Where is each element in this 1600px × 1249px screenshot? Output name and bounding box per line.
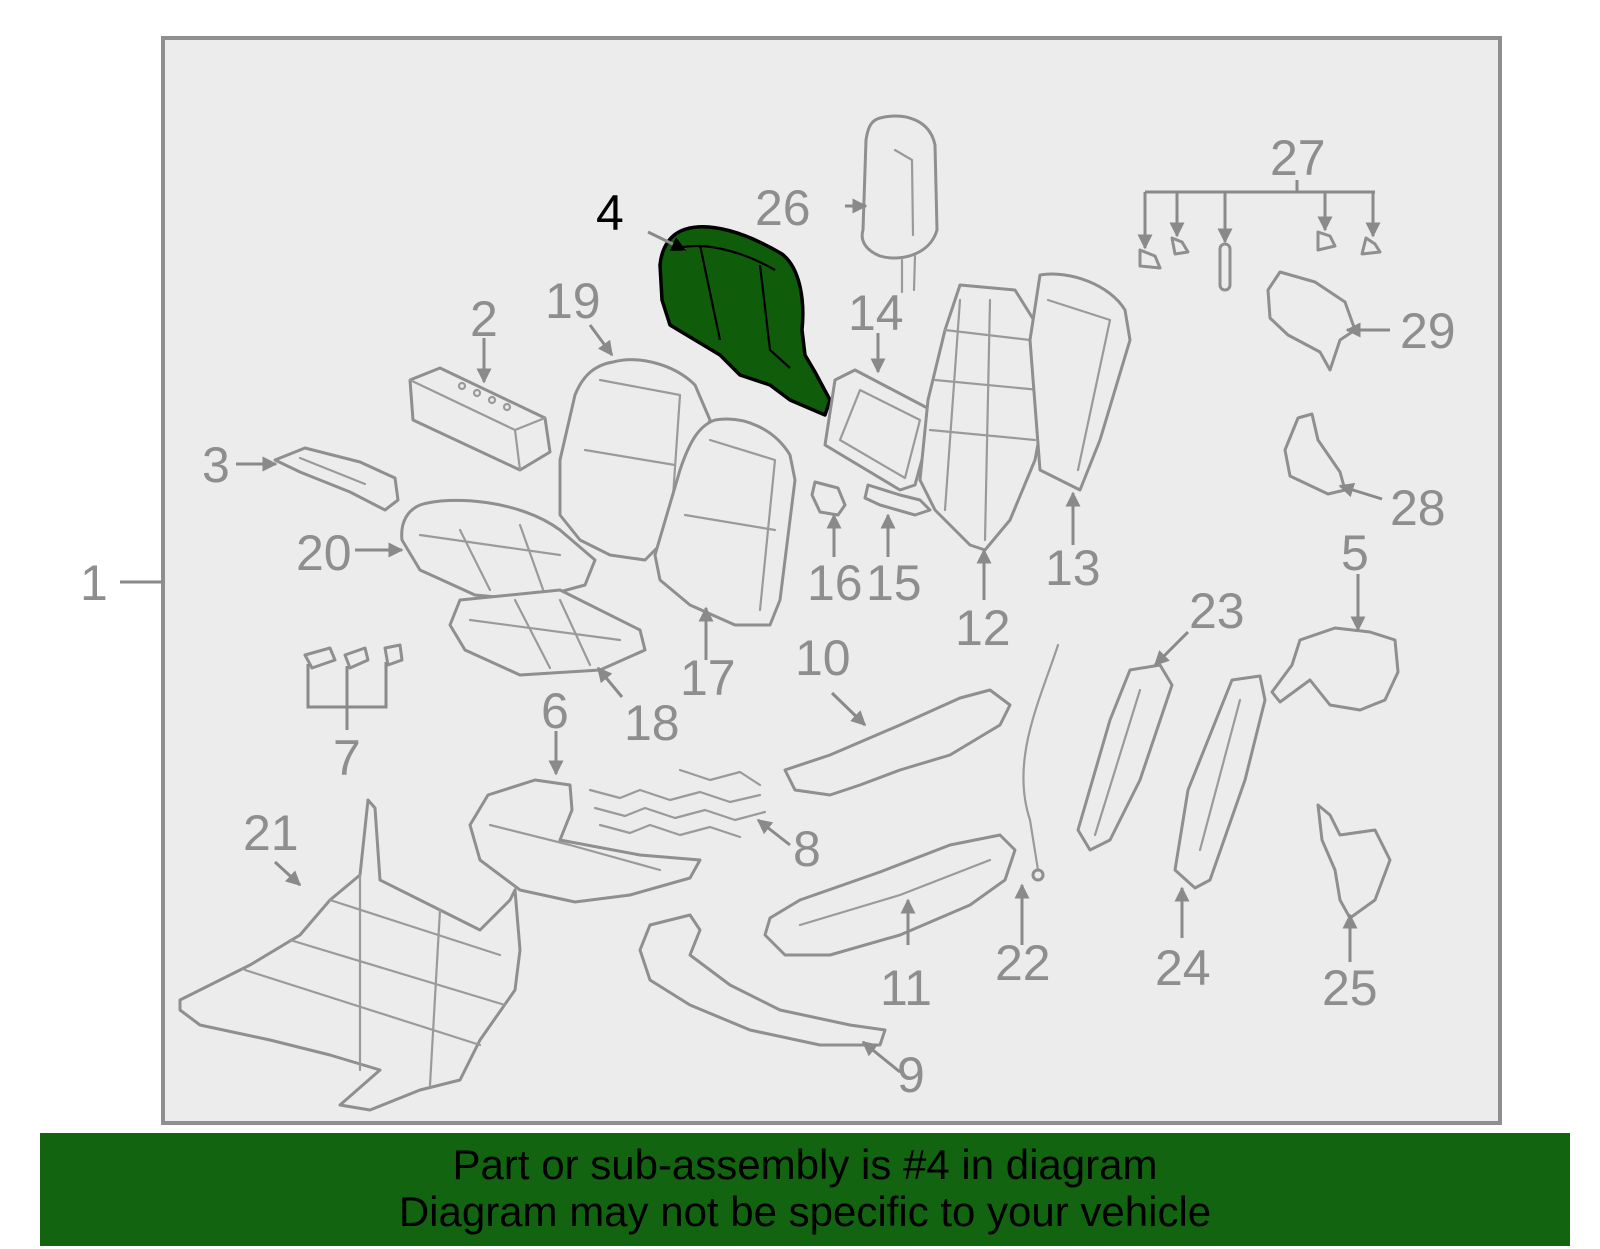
part-12-seatback-frame: [918, 283, 1052, 552]
callout-21: 21: [243, 805, 299, 861]
callout-9: 9: [897, 1047, 925, 1103]
callout-1: 1: [80, 555, 108, 611]
callout-27: 27: [1270, 130, 1326, 186]
callout-5: 5: [1341, 525, 1369, 581]
callout-17: 17: [680, 650, 736, 706]
part-27-clips: [1138, 230, 1382, 292]
part-23-side-trim: [1076, 663, 1174, 852]
callout-28: 28: [1390, 480, 1446, 536]
part-24-side-shield: [1173, 674, 1267, 890]
callout-20: 20: [296, 525, 352, 581]
callout-3: 3: [202, 437, 230, 493]
callout-4: 4: [596, 185, 624, 241]
part-21-track-frame: [178, 798, 522, 1112]
banner-line-disclaimer: Diagram may not be specific to your vehi…: [398, 1188, 1212, 1235]
part-11-side-panel: [763, 833, 1017, 957]
callout-19: 19: [545, 273, 601, 329]
leader-lines: [236, 180, 1390, 1074]
callout-6: 6: [541, 683, 569, 739]
part-22-cable: [1022, 643, 1060, 882]
callout-15: 15: [866, 555, 922, 611]
part-9-trim: [638, 913, 887, 1047]
part-17-seatback: [653, 417, 797, 627]
part-15-switch: [863, 483, 932, 517]
part-10-adjuster: [783, 688, 1012, 797]
callout-25: 25: [1322, 960, 1378, 1016]
callout-22: 22: [995, 935, 1051, 991]
callout-29: 29: [1400, 303, 1456, 359]
part-8-springs: [588, 768, 767, 839]
part-26-headrest: [860, 114, 939, 294]
callout-18: 18: [624, 695, 680, 751]
callout-12: 12: [955, 600, 1011, 656]
callout-14: 14: [848, 285, 904, 341]
banner-line-part-number: Part or sub-assembly is #4 in diagram: [452, 1141, 1158, 1188]
callout-8: 8: [793, 821, 821, 877]
part-20-cushion-cover: [400, 498, 597, 602]
callout-23: 23: [1189, 583, 1245, 639]
info-banner: Part or sub-assembly is #4 in diagram Di…: [40, 1133, 1570, 1246]
callout-26: 26: [755, 180, 811, 236]
part-25-cover: [1316, 803, 1392, 920]
part-6-seat-pan: [468, 778, 702, 904]
callout-13: 13: [1045, 540, 1101, 596]
callout-16: 16: [807, 555, 863, 611]
part-7-clips: [303, 643, 404, 670]
part-3-bracket: [273, 446, 400, 512]
part-2-control-module: [408, 366, 552, 472]
callout-labels: 1 2 3 4 5 6 7 8 9 10 11 12 13 14 15 16 1…: [80, 130, 1456, 1103]
callout-2: 2: [470, 291, 498, 347]
callout-7: 7: [333, 730, 361, 786]
part-5-recliner: [1270, 626, 1400, 712]
callout-10: 10: [795, 630, 851, 686]
part-29-cover: [1266, 270, 1357, 372]
part-13-rear-panel: [1028, 272, 1132, 492]
callout-24: 24: [1155, 940, 1211, 996]
callout-11: 11: [880, 960, 932, 1016]
